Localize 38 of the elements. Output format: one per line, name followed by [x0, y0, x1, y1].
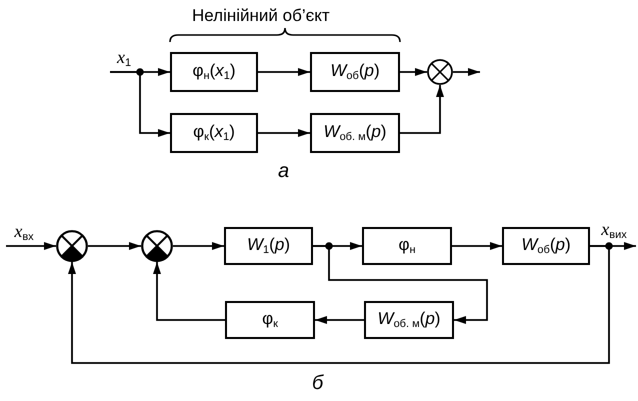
block-label: W$_{1}$(p) — [247, 236, 290, 256]
block-label: φ$_{к}$ — [262, 310, 278, 330]
arrow — [110, 71, 170, 137]
transfer-block — [224, 227, 313, 265]
block-label: W$_{об. м}$(p) — [324, 123, 386, 143]
arrow — [315, 316, 364, 324]
arrow — [173, 242, 224, 250]
arrow — [400, 68, 427, 76]
transfer-block — [310, 113, 400, 153]
signal-label: x$_{вх}$ — [14, 222, 34, 243]
block-label: W$_{об}$(p) — [330, 62, 380, 82]
block-label: W$_{об. м}$(p) — [378, 310, 440, 330]
block-label: W$_{об}$(p) — [521, 236, 571, 256]
transfer-block — [310, 52, 400, 92]
arrow — [258, 129, 310, 137]
arrow — [6, 242, 56, 250]
arrow — [68, 245, 610, 364]
diagram-label: б — [312, 372, 324, 395]
transfer-block — [364, 301, 454, 339]
block-label: φ$_{н}$ — [398, 236, 416, 256]
transfer-block — [170, 52, 258, 92]
arrow — [153, 262, 225, 321]
signal-label: x$_{вих}$ — [601, 220, 627, 241]
transfer-block — [362, 227, 452, 265]
arrow — [453, 68, 480, 76]
arrow — [400, 85, 444, 134]
transfer-block — [502, 227, 590, 265]
diagram-label: Нелінійний об’єкт — [192, 6, 330, 26]
arrow — [258, 68, 310, 76]
arrow — [452, 242, 502, 250]
diagram-label: а — [278, 160, 290, 183]
arrow — [313, 245, 488, 324]
block-label: φ$_{н}$(x$_{1}$) — [192, 62, 236, 82]
transfer-block — [170, 113, 258, 153]
signal-label: x$_{1}$ — [116, 48, 132, 69]
block-label: φ$_{к}$(x$_{1}$) — [193, 123, 235, 143]
arrow — [88, 242, 141, 250]
transfer-block — [225, 301, 315, 339]
